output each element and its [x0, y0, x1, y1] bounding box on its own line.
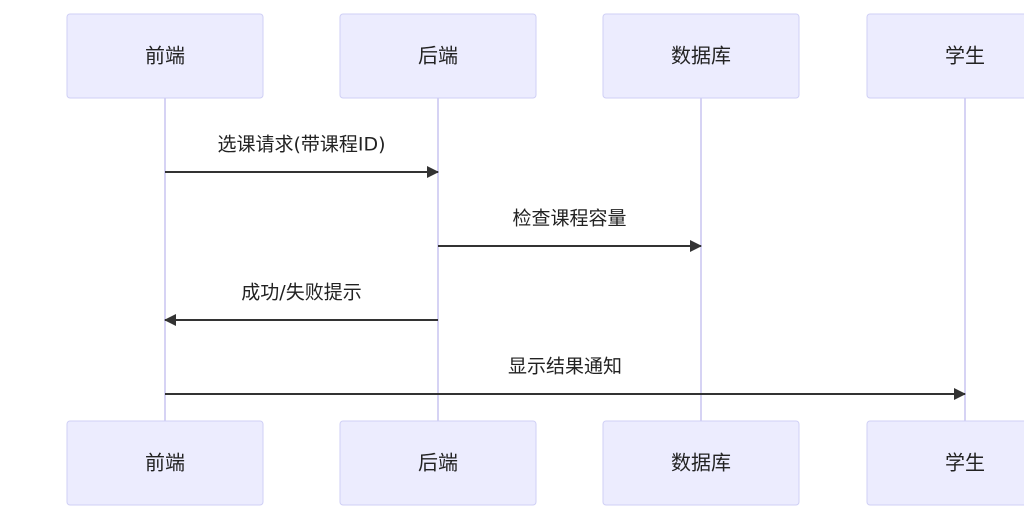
message-label: 检查课程容量	[512, 208, 626, 230]
participant-box-top-1: 后端	[339, 13, 537, 99]
participant-rect	[339, 13, 537, 99]
message-0: 选课请求(带课程ID)	[165, 134, 439, 178]
participant-row-top: 前端 后端 数据库 学生	[66, 13, 1024, 99]
participant-box-bottom-1: 后端	[339, 420, 537, 506]
participant-box-bottom-2: 数据库	[602, 420, 800, 506]
participant-rect	[866, 13, 1024, 99]
participant-label: 数据库	[671, 44, 731, 68]
participant-rect	[602, 13, 800, 99]
message-label: 显示结果通知	[508, 356, 622, 378]
participant-rect	[866, 420, 1024, 506]
participant-label: 后端	[418, 44, 458, 68]
participant-label: 前端	[145, 451, 185, 475]
participant-rect	[66, 13, 264, 99]
participant-row-bottom: 前端 后端 数据库 学生	[66, 420, 1024, 506]
message-label: 选课请求(带课程ID)	[217, 134, 385, 156]
message-label: 成功/失败提示	[241, 282, 361, 304]
participant-label: 后端	[418, 451, 458, 475]
participant-rect	[339, 420, 537, 506]
participant-box-bottom-0: 前端	[66, 420, 264, 506]
participant-rect	[66, 420, 264, 506]
participant-label: 学生	[945, 451, 985, 475]
message-1: 检查课程容量	[438, 208, 702, 252]
message-2: 成功/失败提示	[164, 282, 438, 326]
participant-rect	[602, 420, 800, 506]
participant-box-top-3: 学生	[866, 13, 1024, 99]
participant-label: 学生	[945, 44, 985, 68]
participant-label: 数据库	[671, 451, 731, 475]
participant-box-bottom-3: 学生	[866, 420, 1024, 506]
lifelines	[164, 98, 966, 421]
participant-box-top-0: 前端	[66, 13, 264, 99]
message-3: 显示结果通知	[165, 356, 966, 400]
participant-box-top-2: 数据库	[602, 13, 800, 99]
participant-label: 前端	[145, 44, 185, 68]
